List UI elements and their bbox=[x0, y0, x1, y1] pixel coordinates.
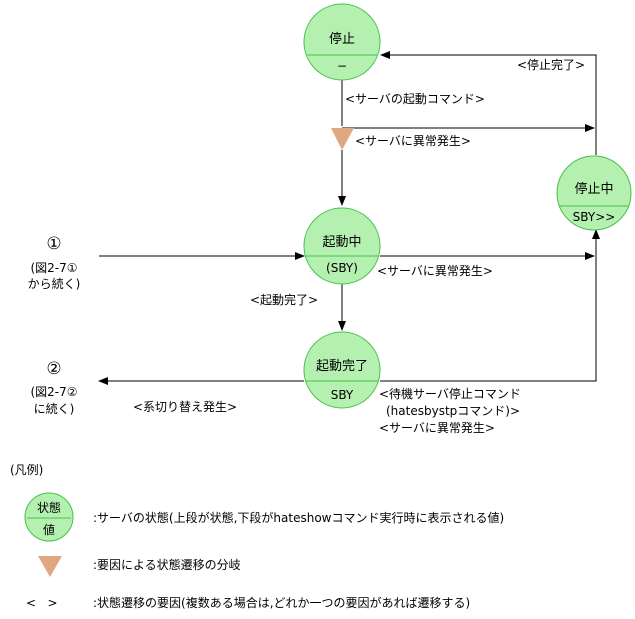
label-error-from-started: <サーバに異常発生> bbox=[379, 421, 495, 435]
state-stopping-name: 停止中 bbox=[574, 181, 613, 197]
connector-from-figure: ① (図2-7① から続く) bbox=[28, 234, 81, 291]
legend-state-bottom: 値 bbox=[43, 522, 55, 537]
label-standby-stop-1: <待機サーバ停止コマンド bbox=[379, 386, 521, 401]
legend-branch-triangle bbox=[38, 556, 62, 577]
state-stopping-value: SBY>> bbox=[573, 210, 616, 224]
legend-reason-desc: :状態遷移の要因(複数ある場合は,どれか一つの要因があれば遷移する) bbox=[93, 595, 470, 610]
connector-to-number: ② bbox=[46, 359, 61, 379]
legend-state-sample: 状態 値 bbox=[24, 492, 74, 542]
label-standby-stop-2: (hatesbystpコマンド)> bbox=[386, 404, 520, 418]
legend-bracket-symbol: < > bbox=[26, 596, 58, 610]
branch-triangle bbox=[331, 128, 354, 150]
label-system-switch: <系切り替え発生> bbox=[133, 400, 237, 414]
legend-state-desc: :サーバの状態(上段が状態,下段がhateshowコマンド実行時に表示される値) bbox=[93, 510, 504, 525]
label-start-command: <サーバの起動コマンド> bbox=[345, 92, 485, 106]
legend-branch-desc: :要因による状態遷移の分岐 bbox=[93, 557, 241, 572]
state-started-name: 起動完了 bbox=[316, 359, 368, 374]
label-error-from-starting: <サーバに異常発生> bbox=[377, 264, 493, 278]
state-starting: 起動中 (SBY) bbox=[303, 207, 381, 285]
connector-from-number: ① bbox=[46, 234, 61, 254]
state-started-value: SBY bbox=[331, 388, 354, 402]
connector-to-figure: ② (図2-7② に続く) bbox=[30, 359, 77, 416]
arrow-started-to-stopping bbox=[380, 229, 600, 382]
state-starting-name: 起動中 bbox=[322, 235, 361, 250]
label-start-complete: <起動完了> bbox=[250, 292, 318, 307]
label-stop-complete: <停止完了> bbox=[517, 57, 585, 72]
state-stopping: 停止中 SBY>> bbox=[556, 155, 632, 231]
legend: (凡例) 状態 値 :サーバの状態(上段が状態,下段がhateshowコマンド実… bbox=[10, 463, 504, 610]
label-error-on-branch: <サーバに異常発生> bbox=[355, 134, 471, 148]
transition-lines bbox=[98, 51, 600, 385]
state-stopped-value: − bbox=[337, 59, 347, 73]
connector-from-line1: (図2-7① bbox=[30, 261, 77, 275]
state-stopped-name: 停止 bbox=[329, 31, 355, 47]
arrow-stop-complete bbox=[380, 51, 597, 155]
connector-to-line1: (図2-7② bbox=[30, 385, 77, 399]
state-started: 起動完了 SBY bbox=[303, 331, 381, 409]
legend-title: (凡例) bbox=[10, 463, 43, 477]
state-starting-value: (SBY) bbox=[326, 261, 358, 275]
legend-state-top: 状態 bbox=[37, 500, 61, 515]
state-stopped: 停止 − bbox=[303, 3, 381, 81]
connector-from-line2: から続く) bbox=[28, 277, 81, 291]
connector-to-line2: に続く) bbox=[34, 402, 75, 416]
